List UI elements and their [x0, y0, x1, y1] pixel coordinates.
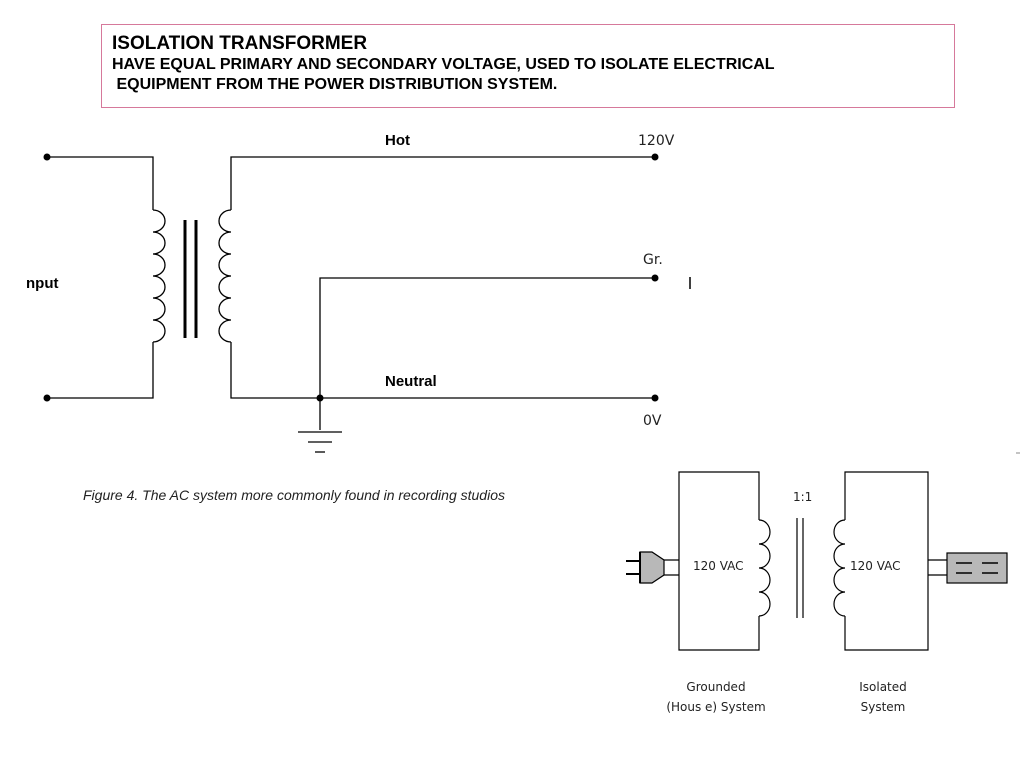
- figure4-caption: Figure 4. The AC system more commonly fo…: [83, 487, 505, 503]
- primary-voltage-label: 120 VAC: [693, 559, 744, 573]
- input-top-wire: [47, 156, 154, 210]
- ground-label: Gr.: [643, 252, 663, 268]
- input-label: nput: [26, 275, 58, 292]
- ratio-label: 1:1: [793, 490, 812, 504]
- neutral-wire: [230, 342, 655, 399]
- neutral-terminal: [651, 394, 659, 402]
- grounded-caption-line1: Grounded: [686, 680, 745, 694]
- iso-primary-coil: [758, 519, 771, 617]
- hot-label: Hot: [385, 132, 410, 149]
- page-title: ISOLATION TRANSFORMER: [112, 33, 368, 54]
- secondary-voltage-label: 120 VAC: [850, 559, 901, 573]
- secondary-coil: [218, 209, 232, 343]
- iso-secondary-coil: [833, 519, 846, 617]
- title-box: ISOLATION TRANSFORMER HAVE EQUAL PRIMARY…: [101, 24, 955, 108]
- input-bottom-wire: [47, 342, 154, 399]
- grounded-caption-line2: (Hous e) System: [666, 700, 765, 714]
- subtitle-line-2: EQUIPMENT FROM THE POWER DISTRIBUTION SY…: [112, 76, 558, 93]
- neutral-label: Neutral: [385, 373, 437, 390]
- neutral-junction: [316, 394, 324, 402]
- primary-coil: [152, 209, 166, 343]
- outlet-wire: [928, 559, 947, 576]
- figure4-terminals: [43, 153, 659, 402]
- ground-terminal: [651, 274, 659, 282]
- secondary-loop: [844, 471, 929, 651]
- primary-loop: [678, 471, 760, 651]
- figure4-diagram: [47, 156, 655, 453]
- neutral-voltage-label: 0V: [643, 413, 662, 429]
- hot-voltage-label: 120V: [638, 133, 675, 149]
- hot-terminal: [651, 153, 659, 161]
- secondary-hot-wire: [230, 156, 655, 210]
- isolated-caption-line1: Isolated: [859, 680, 907, 694]
- ground-wire: [319, 277, 655, 430]
- input-top-terminal: [43, 153, 51, 161]
- isolation-diagram: [663, 471, 947, 651]
- isolated-caption-line2: System: [861, 700, 906, 714]
- subtitle-line-1: HAVE EQUAL PRIMARY AND SECONDARY VOLTAGE…: [112, 56, 775, 73]
- input-bottom-terminal: [43, 394, 51, 402]
- plug-icon: [626, 551, 665, 584]
- plug-wire: [663, 559, 679, 576]
- outlet-icon: [946, 552, 1008, 584]
